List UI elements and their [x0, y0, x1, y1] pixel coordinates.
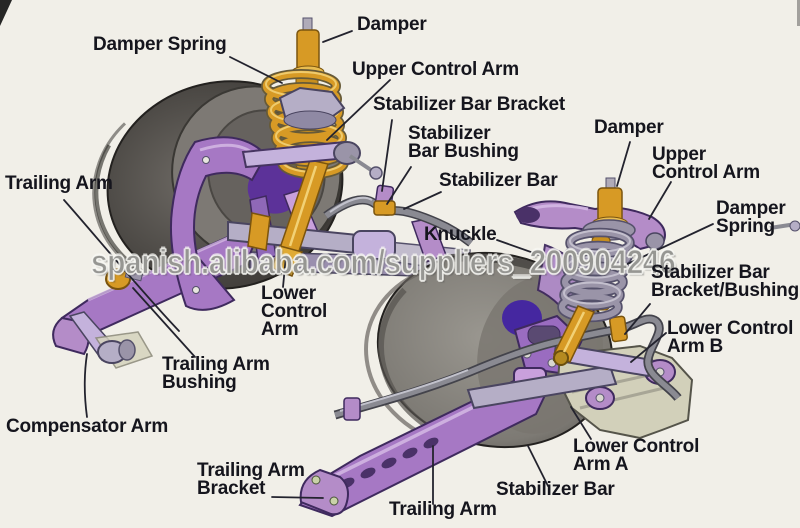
- label-damper-left: Damper: [357, 14, 427, 35]
- label-upper-control-arm-right: Upper Control Arm: [652, 144, 760, 183]
- scan-artifact-top-right: [797, 0, 800, 26]
- label-damper-right: Damper: [594, 117, 664, 138]
- watermark-text: spanish.alibaba.com/suppliers_200904246: [90, 243, 676, 282]
- left-stabilizer-bushing-part: [373, 200, 396, 216]
- label-knuckle: Knuckle: [424, 224, 497, 245]
- left-upper-control-arm: [241, 140, 383, 180]
- label-trailing-arm-right: Trailing Arm: [389, 499, 497, 520]
- label-damper-spring-left: Damper Spring: [93, 34, 227, 55]
- label-stabilizer-bar-bushing-left: Stabilizer Bar Bushing: [408, 123, 519, 162]
- right-stabilizer-bar: [333, 314, 682, 421]
- label-trailing-arm-bracket: Trailing Arm Bracket: [197, 460, 305, 499]
- label-trailing-arm-bushing-left: Trailing Arm Bushing: [162, 354, 270, 393]
- left-damper-body: [271, 159, 329, 277]
- right-stabilizer-bracket-bushing-part: [609, 315, 628, 343]
- left-trailing-arm-bushing-part: [105, 268, 131, 290]
- label-lower-control-arm-a: Lower Control Arm A: [573, 436, 700, 475]
- leader-lines: [63, 30, 714, 505]
- label-stabilizer-bar-left: Stabilizer Bar: [439, 170, 558, 191]
- left-stabilizer-bar: [323, 184, 474, 247]
- label-stabilizer-bar-right: Stabilizer Bar: [496, 479, 615, 500]
- label-compensator-arm-left: Compensator Arm: [6, 416, 169, 437]
- left-damper-spring: [261, 69, 349, 179]
- label-trailing-arm-left: Trailing Arm: [5, 173, 113, 194]
- right-lower-control-arm-a: [466, 364, 618, 410]
- scan-artifact-top-left: [0, 0, 12, 26]
- label-upper-control-arm-left: Upper Control Arm: [352, 59, 519, 80]
- left-trailing-arm: [52, 234, 256, 356]
- label-damper-spring-right: Damper Spring: [716, 198, 786, 237]
- left-compensator-arm: [68, 311, 154, 369]
- label-stabilizer-bar-bracket-left: Stabilizer Bar Bracket: [373, 94, 566, 115]
- right-damper-body: [552, 305, 596, 366]
- label-lower-control-arm-b: Lower Control Arm B: [667, 318, 794, 357]
- label-stabilizer-bar-bracket-bushing-right: Stabilizer Bar Bracket/Bushing: [651, 262, 799, 301]
- label-lower-control-arm-left: Lower Control Arm: [261, 283, 328, 340]
